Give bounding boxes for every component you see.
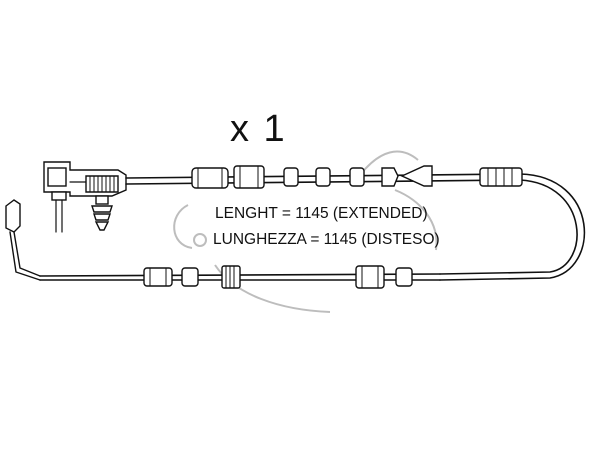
connector-housing (43, 161, 127, 197)
fastener-clip (91, 195, 113, 231)
quantity-label: x 1 (230, 108, 287, 150)
length-label-english: LENGHT = 1145 (EXTENDED) (215, 205, 428, 222)
upper-grommets (191, 165, 523, 189)
mounting-pin (51, 191, 67, 233)
length-label-italian: LUNGHEZZA = 1145 (DISTESO) (213, 231, 440, 248)
lower-grommets (143, 265, 413, 289)
sensor-probe (5, 199, 41, 281)
